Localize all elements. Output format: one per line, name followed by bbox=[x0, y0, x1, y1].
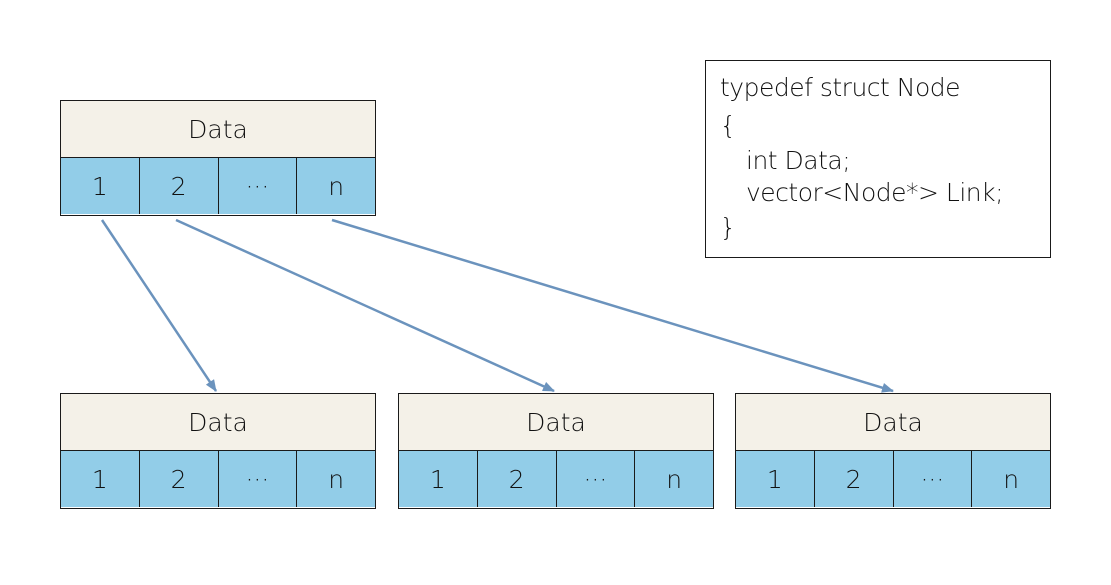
link-arrow-2 bbox=[175, 218, 555, 393]
link-arrow-1 bbox=[100, 219, 218, 392]
link-slot-2: 2 bbox=[814, 451, 894, 507]
node-data-field: Data bbox=[61, 394, 375, 451]
code-line-data-field: int Data; bbox=[746, 146, 851, 175]
link-arrow-n bbox=[331, 218, 894, 393]
node-link-array: 1 2 ··· n bbox=[61, 451, 375, 507]
code-line-open-brace: { bbox=[720, 111, 736, 140]
link-slot-2: 2 bbox=[477, 451, 557, 507]
link-slot-ellipsis: ··· bbox=[893, 451, 973, 507]
link-slot-n: n bbox=[635, 451, 713, 507]
node-link-array: 1 2 ··· n bbox=[61, 158, 375, 214]
link-slot-1: 1 bbox=[736, 451, 815, 507]
link-slot-ellipsis: ··· bbox=[556, 451, 636, 507]
child-node-1: Data 1 2 ··· n bbox=[60, 393, 376, 509]
child-node-2: Data 1 2 ··· n bbox=[398, 393, 714, 509]
code-line-link-field: vector<Node*> Link; bbox=[746, 178, 1004, 207]
node-data-field: Data bbox=[736, 394, 1050, 451]
node-link-array: 1 2 ··· n bbox=[736, 451, 1050, 507]
link-slot-1: 1 bbox=[61, 451, 140, 507]
link-slot-ellipsis: ··· bbox=[218, 451, 298, 507]
link-slot-2: 2 bbox=[139, 158, 219, 214]
node-link-array: 1 2 ··· n bbox=[399, 451, 713, 507]
link-slot-n: n bbox=[972, 451, 1050, 507]
link-slot-1: 1 bbox=[61, 158, 140, 214]
parent-node: Data 1 2 ··· n bbox=[60, 100, 376, 216]
link-slot-n: n bbox=[297, 451, 375, 507]
struct-definition-box: typedef struct Node { int Data; vector<N… bbox=[705, 60, 1051, 258]
link-slot-n: n bbox=[297, 158, 375, 214]
node-data-field: Data bbox=[61, 101, 375, 158]
child-node-3: Data 1 2 ··· n bbox=[735, 393, 1051, 509]
code-line-close-brace: } bbox=[720, 213, 736, 242]
link-slot-ellipsis: ··· bbox=[218, 158, 298, 214]
link-slot-2: 2 bbox=[139, 451, 219, 507]
node-data-field: Data bbox=[399, 394, 713, 451]
code-line-typedef: typedef struct Node bbox=[720, 73, 961, 102]
link-slot-1: 1 bbox=[399, 451, 478, 507]
